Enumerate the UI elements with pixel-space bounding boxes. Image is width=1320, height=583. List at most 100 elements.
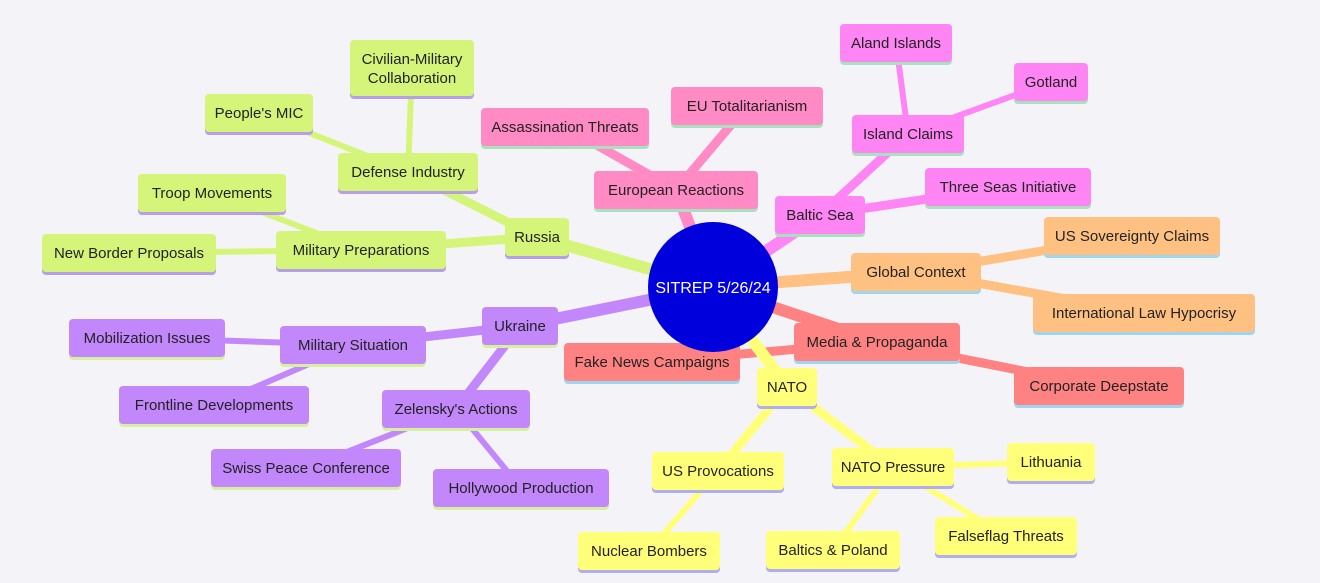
node-label: Island Claims bbox=[863, 126, 953, 143]
node-hollywood-production[interactable]: Hollywood Production bbox=[433, 469, 609, 510]
node-gotland[interactable]: Gotland bbox=[1014, 63, 1088, 104]
node-box bbox=[505, 218, 569, 256]
node-box bbox=[338, 153, 478, 191]
node-label: Military Situation bbox=[298, 337, 408, 354]
node-label: Three Seas Initiative bbox=[940, 179, 1077, 196]
root-circle bbox=[648, 222, 778, 352]
root-node[interactable]: SITREP 5/26/24 bbox=[648, 222, 778, 352]
node-box bbox=[1014, 367, 1184, 405]
node-swiss-peace-conference[interactable]: Swiss Peace Conference bbox=[211, 449, 401, 490]
node-label: Zelensky's Actions bbox=[395, 401, 518, 418]
node-military-situation[interactable]: Military Situation bbox=[280, 326, 426, 367]
node-defense-industry[interactable]: Defense Industry bbox=[338, 153, 478, 194]
node-aland-islands[interactable]: Aland Islands bbox=[840, 24, 952, 65]
node-global-context[interactable]: Global Context bbox=[851, 253, 981, 294]
node-new-border-proposals[interactable]: New Border Proposals bbox=[42, 234, 216, 275]
node-box bbox=[433, 469, 609, 507]
node-label: Nuclear Bombers bbox=[591, 543, 707, 560]
node-label: Swiss Peace Conference bbox=[222, 460, 390, 477]
node-island-claims[interactable]: Island Claims bbox=[852, 115, 964, 156]
node-label: Corporate Deepstate bbox=[1029, 378, 1168, 395]
node-label: Media & Propaganda bbox=[807, 334, 949, 351]
node-label-line: Civilian-Military bbox=[362, 51, 463, 68]
node-nuclear-bombers[interactable]: Nuclear Bombers bbox=[578, 532, 720, 573]
node-box bbox=[775, 196, 865, 234]
node-box bbox=[1044, 217, 1220, 255]
node-box bbox=[42, 234, 216, 272]
node-fake-news-campaigns[interactable]: Fake News Campaigns bbox=[564, 343, 740, 384]
node-box bbox=[482, 307, 558, 345]
node-box bbox=[1033, 294, 1255, 332]
node-label: International Law Hypocrisy bbox=[1052, 305, 1237, 322]
node-label: Baltics & Poland bbox=[778, 542, 887, 559]
node-label: Assassination Threats bbox=[491, 119, 638, 136]
node-label: EU Totalitarianism bbox=[687, 98, 808, 115]
node-box bbox=[852, 115, 964, 153]
node-label: Military Preparations bbox=[293, 242, 430, 259]
node-box bbox=[138, 174, 286, 212]
node-ukraine[interactable]: Ukraine bbox=[482, 307, 558, 348]
node-international-law-hypocrisy[interactable]: International Law Hypocrisy bbox=[1033, 294, 1255, 335]
node-label-line: Collaboration bbox=[368, 70, 456, 87]
node-box bbox=[794, 323, 960, 361]
node-media-propaganda[interactable]: Media & Propaganda bbox=[794, 323, 960, 364]
node-label: Fake News Campaigns bbox=[574, 354, 729, 371]
node-baltic-sea[interactable]: Baltic Sea bbox=[775, 196, 865, 237]
node-box bbox=[594, 171, 758, 209]
node-nato[interactable]: NATO bbox=[757, 368, 817, 409]
node-box bbox=[280, 326, 426, 364]
node-label: US Sovereignty Claims bbox=[1055, 228, 1209, 245]
node-mobilization-issues[interactable]: Mobilization Issues bbox=[69, 319, 225, 360]
node-box bbox=[832, 448, 954, 486]
node-russia[interactable]: Russia bbox=[505, 218, 569, 259]
node-corporate-deepstate[interactable]: Corporate Deepstate bbox=[1014, 367, 1184, 408]
node-label: Aland Islands bbox=[851, 35, 941, 52]
node-label: NATO Pressure bbox=[841, 459, 945, 476]
node-assassination-threats[interactable]: Assassination Threats bbox=[481, 108, 649, 149]
node-box bbox=[350, 40, 474, 96]
node-european-reactions[interactable]: European Reactions bbox=[594, 171, 758, 212]
node-box bbox=[276, 231, 446, 269]
node-falseflag-threats[interactable]: Falseflag Threats bbox=[935, 517, 1077, 558]
node-three-seas-initiative[interactable]: Three Seas Initiative bbox=[925, 168, 1091, 209]
node-box bbox=[757, 368, 817, 406]
node-box bbox=[766, 531, 900, 569]
node-box bbox=[851, 253, 981, 291]
node-box bbox=[671, 87, 823, 125]
node-us-sovereignty-claims[interactable]: US Sovereignty Claims bbox=[1044, 217, 1220, 258]
node-label: Frontline Developments bbox=[135, 397, 293, 414]
node-box bbox=[1007, 443, 1095, 481]
node-eu-totalitarianism[interactable]: EU Totalitarianism bbox=[671, 87, 823, 128]
node-label: US Provocations bbox=[662, 463, 774, 480]
node-box bbox=[564, 343, 740, 381]
node-label: Defense Industry bbox=[351, 164, 465, 181]
node-zelensky-s-actions[interactable]: Zelensky's Actions bbox=[382, 390, 530, 431]
node-label: Baltic Sea bbox=[786, 207, 854, 224]
node-label: New Border Proposals bbox=[54, 245, 204, 262]
node-nato-pressure[interactable]: NATO Pressure bbox=[832, 448, 954, 489]
node-us-provocations[interactable]: US Provocations bbox=[652, 452, 784, 493]
node-label: NATO bbox=[767, 379, 807, 396]
node-box bbox=[205, 94, 313, 132]
node-lithuania[interactable]: Lithuania bbox=[1007, 443, 1095, 484]
node-box bbox=[925, 168, 1091, 206]
node-military-preparations[interactable]: Military Preparations bbox=[276, 231, 446, 272]
root-label: SITREP 5/26/24 bbox=[655, 280, 770, 297]
node-box bbox=[69, 319, 225, 357]
node-label: People's MIC bbox=[215, 105, 304, 122]
node-frontline-developments[interactable]: Frontline Developments bbox=[119, 386, 309, 427]
node-people-s-mic[interactable]: People's MIC bbox=[205, 94, 313, 135]
node-label: Falseflag Threats bbox=[948, 528, 1064, 545]
node-troop-movements[interactable]: Troop Movements bbox=[138, 174, 286, 215]
node-label: Russia bbox=[514, 229, 561, 246]
node-box bbox=[578, 532, 720, 570]
node-box bbox=[481, 108, 649, 146]
node-label: Troop Movements bbox=[152, 185, 272, 202]
node-label: Gotland bbox=[1025, 74, 1078, 91]
node-box bbox=[840, 24, 952, 62]
node-baltics-poland[interactable]: Baltics & Poland bbox=[766, 531, 900, 572]
